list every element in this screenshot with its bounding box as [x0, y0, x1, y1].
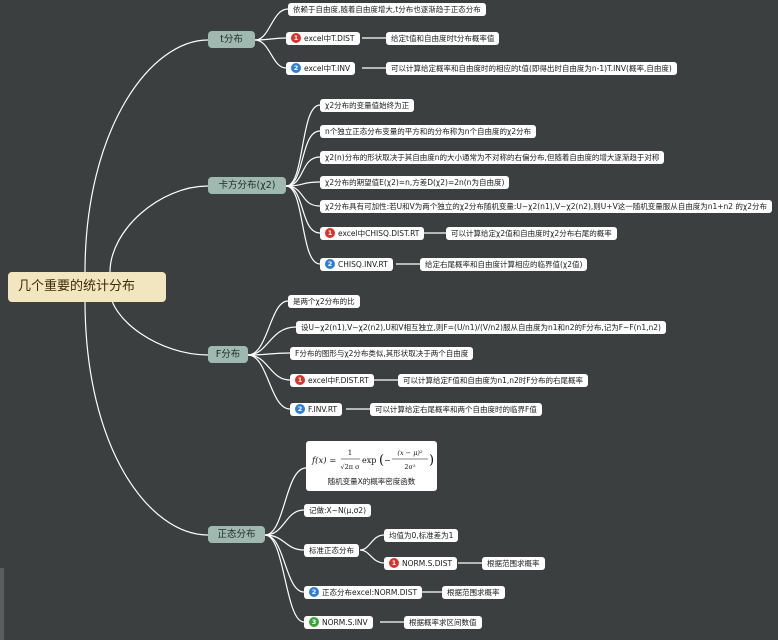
priority-1-icon: 1 — [291, 33, 301, 43]
normal-note-3[interactable]: 根据概率求区间数值 — [404, 616, 482, 629]
priority-1-icon: 1 — [325, 228, 335, 238]
pdf-formula-node[interactable]: f(x) = 1 √2π σ exp ( − (x − μ)² 2σ² ) 随机… — [306, 441, 437, 491]
normal-item-4-label: NORM.S.INV — [322, 618, 368, 627]
normal-item-3-label: 正态分布excel:NORM.DIST — [322, 588, 418, 597]
formula-exp: exp — [362, 456, 376, 465]
branch-t-distribution[interactable]: t分布 — [208, 31, 255, 48]
t-item-3-label: excel中T.INV — [304, 64, 351, 73]
window-edge — [0, 568, 4, 640]
branch-chi-square[interactable]: 卡方分布(χ2) — [208, 177, 286, 194]
priority-3-icon: 3 — [309, 617, 319, 627]
chi-item-6-label: excel中CHISQ.DIST.RT — [338, 229, 420, 238]
formula-lhs: f(x) = — [311, 455, 336, 466]
f-note-1[interactable]: 可以计算给定F值和自由度为n1,n2时F分布的右尾概率 — [398, 374, 589, 387]
svg-text:−: − — [384, 456, 391, 465]
svg-text:): ) — [429, 453, 434, 468]
normal-item-1[interactable]: 记做:X~N(μ,σ2) — [304, 504, 372, 517]
formula-inner-denominator: 2σ² — [404, 463, 416, 471]
priority-2-icon: 2 — [325, 259, 335, 269]
formula-inner-numerator: (x − μ)² — [397, 449, 423, 457]
chi-item-1[interactable]: χ2分布的变量值始终为正 — [320, 99, 415, 112]
chi-item-3[interactable]: χ2(n)分布的形状取决于其自由度n的大小通常为不对称的右偏分布,但随着自由度的… — [320, 151, 665, 164]
formula-denominator: √2π σ — [340, 463, 360, 471]
priority-2-icon: 2 — [309, 587, 319, 597]
f-item-2[interactable]: 设U~χ2(n1),V~χ2(n2),U和V相互独立,则F=(U/n1)/(V/… — [296, 321, 666, 334]
formula-caption: 随机变量X的概率密度函数 — [327, 477, 416, 486]
f-note-2[interactable]: 可以计算给定右尾概率和两个自由度时的临界F值 — [370, 403, 542, 416]
branch-normal-distribution[interactable]: 正态分布 — [208, 526, 265, 543]
t-item-1[interactable]: 依赖于自由度,随着自由度增大,t分布也逐渐趋于正态分布 — [288, 3, 486, 16]
priority-1-icon: 1 — [295, 375, 305, 385]
t-item-2-label: excel中T.DIST — [304, 34, 355, 43]
normal-item-2[interactable]: 标准正态分布 — [304, 544, 359, 557]
chi-item-4[interactable]: χ2分布的期望值E(χ2)=n,方差D(χ2)=2n(n为自由度) — [320, 176, 510, 189]
svg-text:(: ( — [379, 453, 384, 468]
normal-note-1[interactable]: 根据范围求概率 — [482, 557, 545, 570]
priority-2-icon: 2 — [291, 63, 301, 73]
f-item-3[interactable]: F分布的图形与χ2分布类似,其形状取决于两个自由度 — [290, 347, 474, 360]
chi-item-5[interactable]: χ2分布具有可加性:若U和V为两个独立的χ2分布随机变量:U~χ2(n1),V~… — [320, 200, 773, 213]
t-note-1[interactable]: 给定t值和自由度时t分布概率值 — [386, 32, 500, 45]
std-normal-item-1[interactable]: 均值为0,标准差为1 — [384, 529, 459, 542]
priority-2-icon: 2 — [295, 404, 305, 414]
std-normal-item-2-label: NORM.S.DIST — [402, 559, 453, 568]
chi-note-1[interactable]: 可以计算给定χ2值和自由度时χ2分布右尾的概率 — [446, 227, 617, 240]
f-item-5-label: F.INV.RT — [308, 405, 338, 414]
chi-note-2[interactable]: 给定右尾概率和自由度计算相应的临界值(χ2值) — [420, 258, 588, 271]
chi-item-7-label: CHISQ.INV.RT — [338, 260, 388, 269]
f-item-1[interactable]: 是两个χ2分布的比 — [288, 295, 360, 308]
pdf-formula: f(x) = 1 √2π σ exp ( − (x − μ)² 2σ² ) — [311, 449, 434, 471]
priority-1-icon: 1 — [389, 558, 399, 568]
t-note-2[interactable]: 可以计算给定概率和自由度时的相应的t值(即得出时自由度为n-1)T.INV(概率… — [386, 62, 677, 75]
normal-note-2[interactable]: 根据范围求概率 — [442, 586, 505, 599]
branch-f-distribution[interactable]: F分布 — [208, 346, 248, 363]
f-item-4-label: excel中F.DIST.RT — [308, 376, 369, 385]
formula-numerator: 1 — [348, 449, 352, 457]
root-topic[interactable]: 几个重要的统计分布 — [8, 272, 166, 302]
chi-item-2[interactable]: n个独立正态分布变量的平方和的分布称为n个自由度的χ2分布 — [320, 125, 537, 138]
